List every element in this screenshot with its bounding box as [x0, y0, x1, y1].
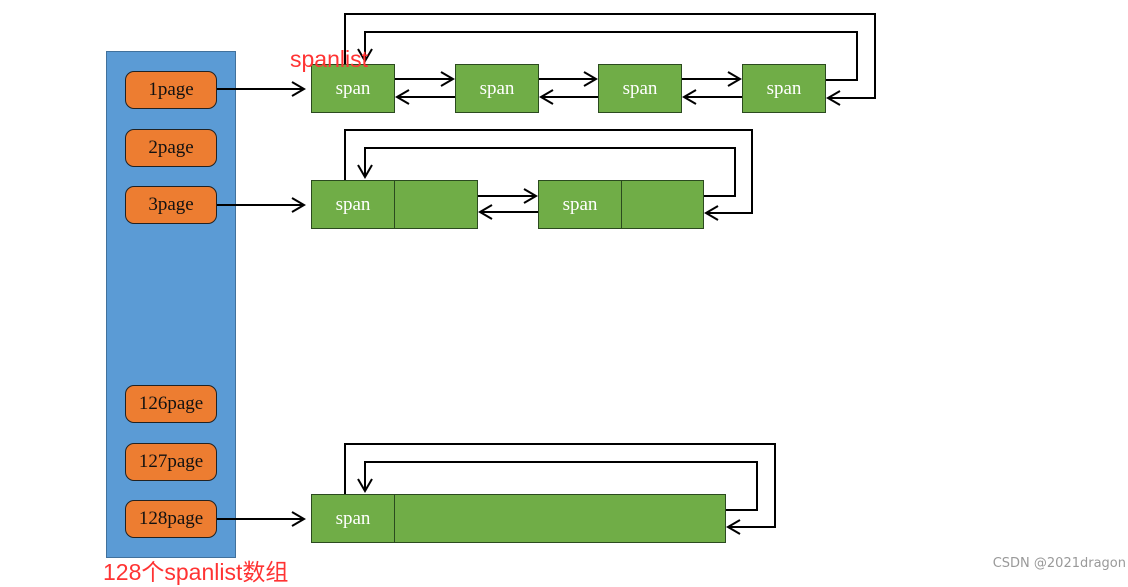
span-node: span [311, 494, 726, 543]
span-divider [394, 495, 395, 542]
watermark: CSDN @2021dragon [992, 556, 1126, 571]
span-node: span [598, 64, 682, 113]
span-label: span [335, 507, 371, 529]
span-node: span [311, 64, 395, 113]
span-label: span [562, 193, 598, 215]
span-node: span [311, 180, 478, 229]
arrowhead-icon [291, 81, 306, 97]
loop-outer [344, 13, 876, 99]
span-label: span [622, 77, 658, 99]
spanlist-label: spanlist [290, 46, 368, 72]
slot-3page: 3page [125, 186, 217, 224]
array-caption: 128个spanlist数组 [103, 559, 289, 585]
span-node: span [538, 180, 704, 229]
slot-128page: 128page [125, 500, 217, 538]
slot-1page: 1page [125, 71, 217, 109]
span-label: span [335, 77, 371, 99]
span-divider [621, 181, 622, 228]
span-label: span [479, 77, 515, 99]
loop-inner [364, 31, 858, 81]
span-node: span [742, 64, 826, 113]
span-node: span [455, 64, 539, 113]
arrowhead-icon [291, 511, 306, 527]
slot-127page: 127page [125, 443, 217, 481]
span-label: span [766, 77, 802, 99]
arrowhead-icon [291, 197, 306, 213]
slot-2page: 2page [125, 129, 217, 167]
span-label: span [335, 193, 371, 215]
slot-126page: 126page [125, 385, 217, 423]
span-divider [394, 181, 395, 228]
